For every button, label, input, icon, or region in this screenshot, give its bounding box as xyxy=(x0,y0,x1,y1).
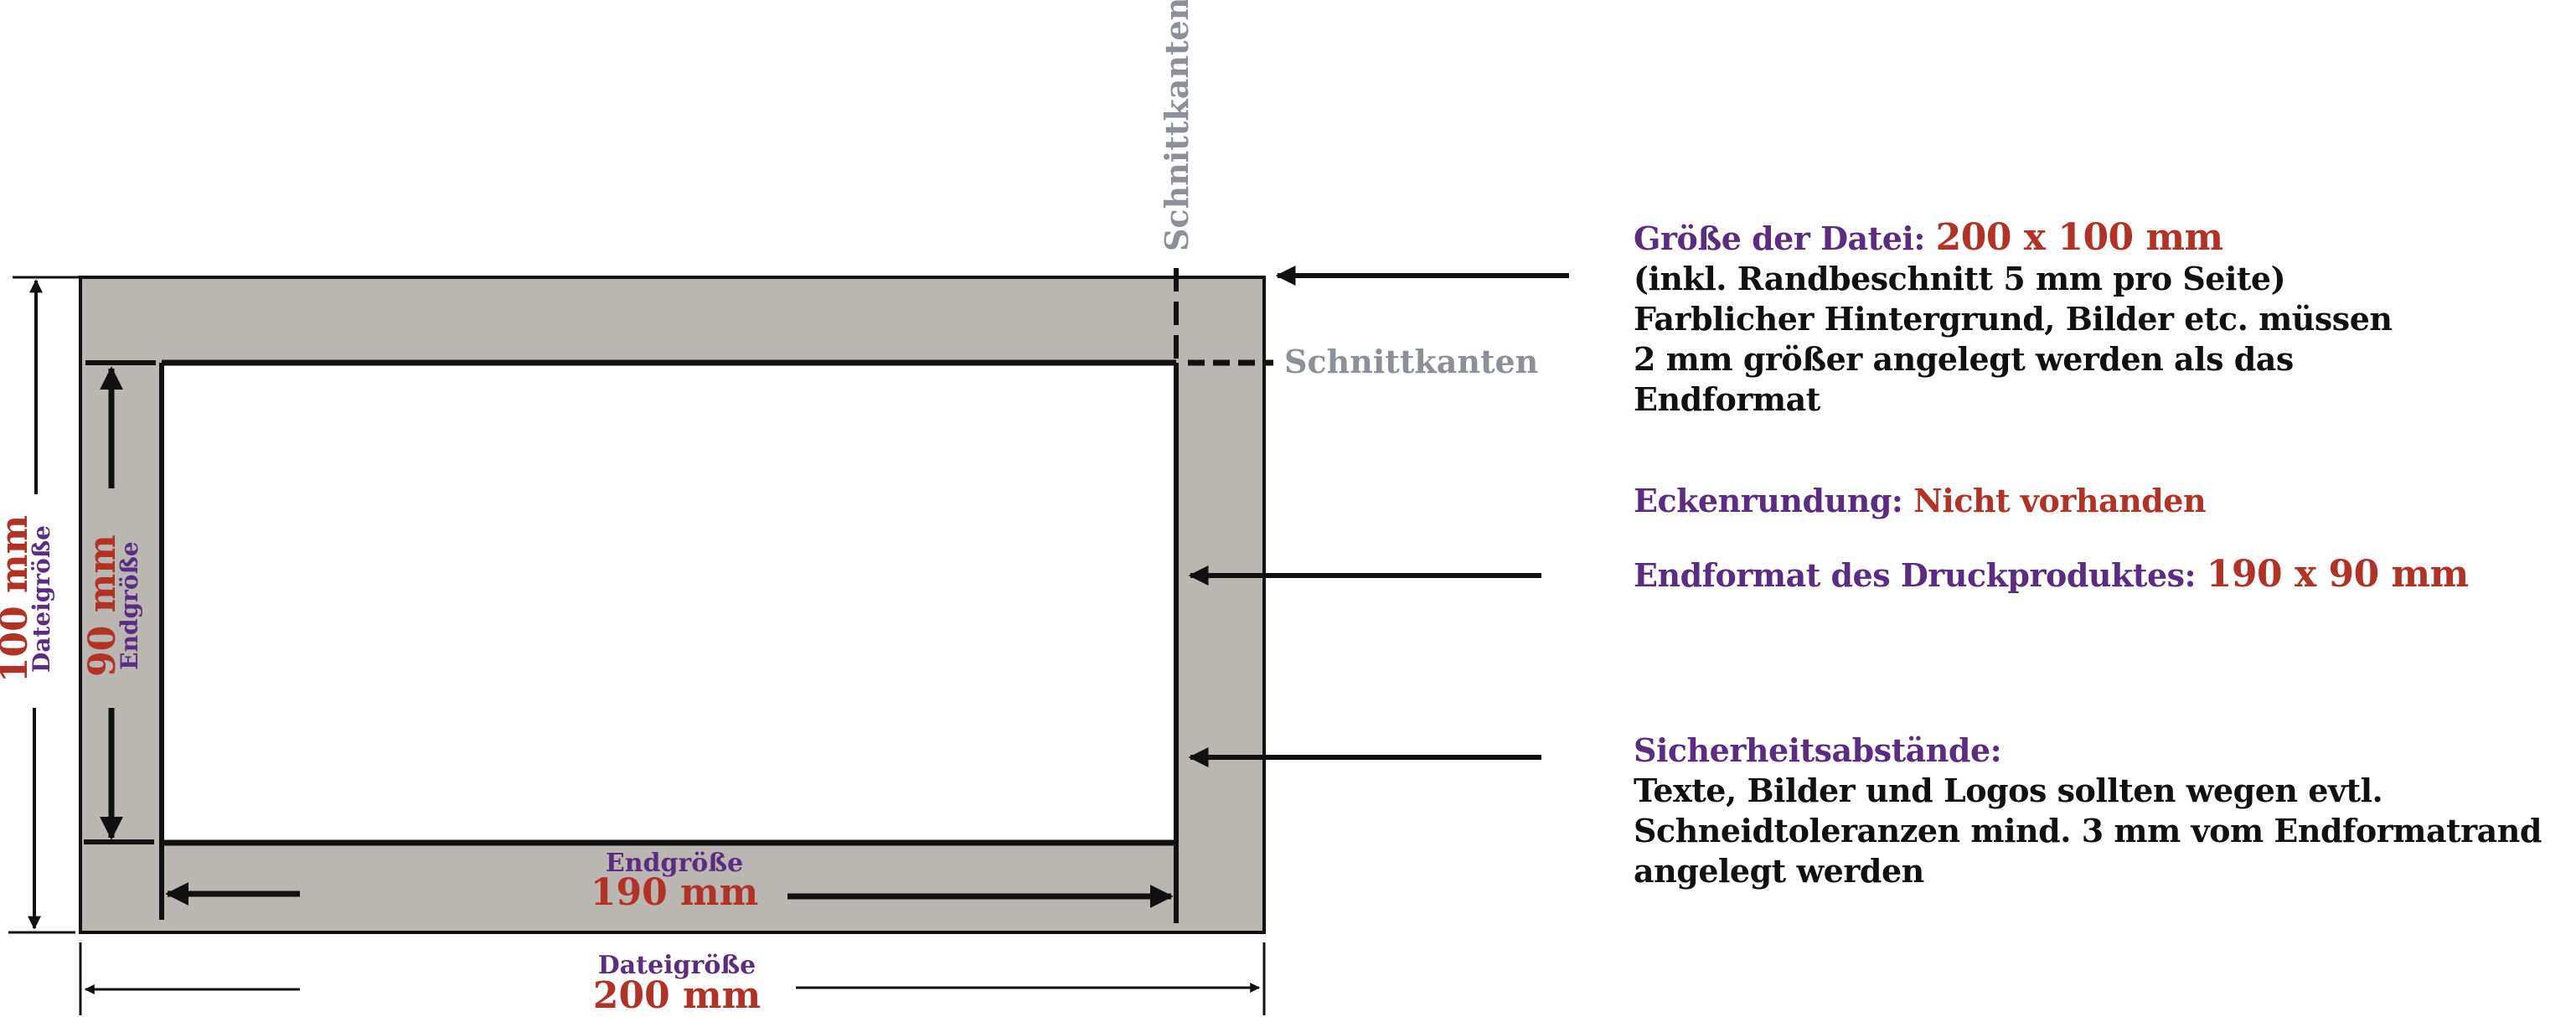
note-file-size: Größe der Datei: 200 x 100 mm (inkl. Ran… xyxy=(1634,218,2393,420)
file-width-caption: Dateigröße xyxy=(597,951,756,980)
file-height-caption: Dateigröße xyxy=(28,525,55,673)
final-format-area xyxy=(162,363,1176,843)
note-corner-rounding-heading: Eckenrundung: xyxy=(1634,482,1903,519)
note-file-size-line: Farblicher Hintergrund, Bilder etc. müss… xyxy=(1634,300,2393,338)
cut-edge-label-vertical: Schnittkanten xyxy=(1158,0,1195,251)
note-file-size-title: Größe der Datei: 200 x 100 mm xyxy=(1634,218,2393,259)
note-safety-margins-line: Texte, Bilder und Logos sollten wegen ev… xyxy=(1634,772,2383,809)
note-final-format-value: 190 x 90 mm xyxy=(2206,553,2469,596)
cut-edge-label-horizontal: Schnittkanten xyxy=(1284,343,1539,380)
note-safety-margins-line: angelegt werden xyxy=(1634,852,1924,890)
file-height-label-box xyxy=(2,503,69,695)
final-width-caption: Endgröße xyxy=(605,849,744,878)
note-safety-margins-line: Schneidtoleranzen mind. 3 mm vom Endform… xyxy=(1634,812,2542,849)
final-width-label: Endgröße 190 mm xyxy=(536,849,813,911)
note-final-format: Endformat des Druckproduktes: 190 x 90 m… xyxy=(1634,555,2469,596)
note-file-size-line: Endformat xyxy=(1634,380,1820,418)
note-file-size-heading: Größe der Datei: xyxy=(1634,219,1925,257)
file-width-value: 200 mm xyxy=(592,974,761,1017)
final-height-label: 90 mm Endgröße xyxy=(81,509,159,702)
note-corner-rounding: Eckenrundung: Nicht vorhanden xyxy=(1634,481,2207,521)
note-safety-margins: Sicherheitsabstände: Texte, Bilder und L… xyxy=(1634,730,2542,891)
file-width-label: Dateigröße 200 mm xyxy=(572,952,782,1015)
note-file-size-line: (inkl. Randbeschnitt 5 mm pro Seite) xyxy=(1634,260,2286,297)
note-safety-margins-heading: Sicherheitsabstände: xyxy=(1634,731,2002,769)
note-file-size-line: 2 mm größer angelegt werden als das xyxy=(1634,340,2294,378)
file-height-label: 100 mm Dateigröße xyxy=(0,503,71,695)
final-width-value: 190 mm xyxy=(590,871,759,914)
note-file-size-value: 200 x 100 mm xyxy=(1935,216,2224,259)
note-final-format-heading: Endformat des Druckproduktes: xyxy=(1634,556,2197,594)
note-corner-rounding-value: Nicht vorhanden xyxy=(1913,482,2207,519)
